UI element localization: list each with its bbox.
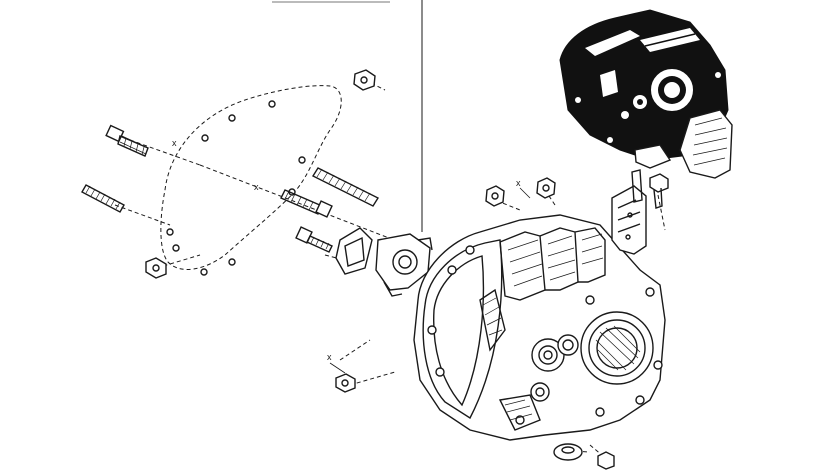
leader-right-x bbox=[519, 187, 531, 199]
nut-bottom-right bbox=[597, 451, 615, 470]
bolt-mid-center bbox=[295, 226, 333, 253]
washer-bottom bbox=[553, 443, 583, 461]
callout-x-right: x bbox=[516, 178, 521, 188]
callout-x-mid: x bbox=[254, 182, 259, 192]
assembled-gearbox-inset bbox=[559, 9, 733, 179]
plug-left bbox=[485, 185, 505, 207]
release-bearing-assembly bbox=[335, 227, 433, 297]
bolt-right bbox=[649, 173, 669, 209]
plug-right bbox=[536, 177, 556, 199]
stud-left bbox=[81, 184, 125, 213]
stud-short-center bbox=[280, 189, 333, 218]
stud-long-center bbox=[311, 167, 380, 207]
cover-plate-outline bbox=[160, 85, 342, 276]
gearbox-housing-main bbox=[413, 214, 666, 441]
nut-top-center bbox=[353, 69, 376, 91]
callout-x-top: x bbox=[172, 138, 177, 148]
callout-x-bottom: x bbox=[327, 352, 332, 362]
bolt-bottom-left bbox=[335, 373, 356, 393]
leader-bottom-x bbox=[329, 362, 346, 374]
bolt-top-left bbox=[105, 124, 149, 157]
nut-bottom-left bbox=[145, 257, 167, 279]
selector-bracket bbox=[611, 169, 647, 255]
